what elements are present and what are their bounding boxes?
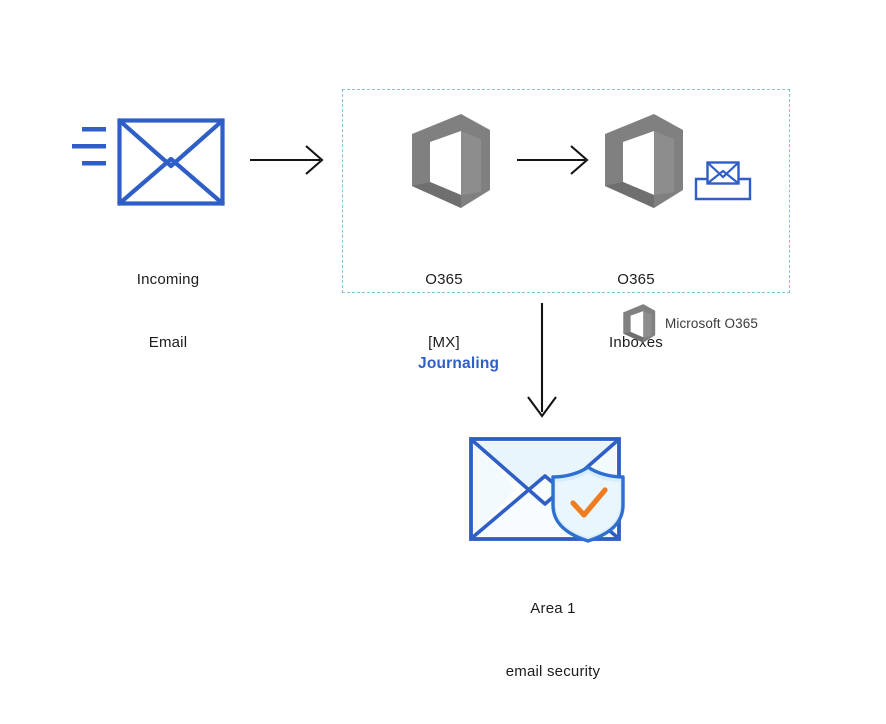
o365-mx-label-line1: O365: [425, 271, 463, 288]
o365-inboxes-label-line1: O365: [617, 271, 655, 288]
diagram-canvas: Incoming Email O365 [MX]: [72, 89, 790, 680]
incoming-email-label-line1: Incoming: [136, 271, 200, 288]
envelope-icon: [72, 118, 225, 206]
arrow-inboxes-to-area1: [521, 300, 563, 424]
legend-label: Microsoft O365: [665, 315, 758, 331]
incoming-email-label-line2: Email: [148, 334, 188, 351]
office-365-icon: [623, 304, 656, 343]
node-incoming-email: [72, 118, 232, 210]
node-label-incoming-email: Incoming Email: [88, 227, 248, 395]
node-label-o365-mx: O365 [MX]: [364, 227, 524, 395]
node-o365-inboxes: [597, 112, 685, 208]
inbox-tray-envelope-badge: [694, 158, 752, 202]
arrow-incoming-to-mx: [248, 142, 330, 178]
node-o365-mx: [404, 112, 492, 208]
area1-label-line2: email security: [505, 663, 601, 680]
node-label-area1-email-security: Area 1 email security: [468, 556, 638, 724]
legend-microsoft-o365: Microsoft O365: [620, 303, 758, 343]
node-label-o365-inboxes: O365 Inboxes: [556, 227, 716, 395]
journaling-label: Journaling: [418, 355, 500, 372]
o365-group-box: [342, 89, 790, 293]
arrow-mx-to-inboxes: [515, 142, 595, 178]
inbox-tray-envelope-icon: [694, 161, 752, 201]
office-365-icon: [412, 114, 490, 208]
node-area1-email-security: [468, 432, 638, 544]
envelope-shield-icon: [469, 437, 625, 543]
area1-label-line1: Area 1: [530, 600, 576, 617]
office-365-icon: [605, 114, 683, 208]
o365-mx-label-line2: [MX]: [428, 334, 460, 351]
